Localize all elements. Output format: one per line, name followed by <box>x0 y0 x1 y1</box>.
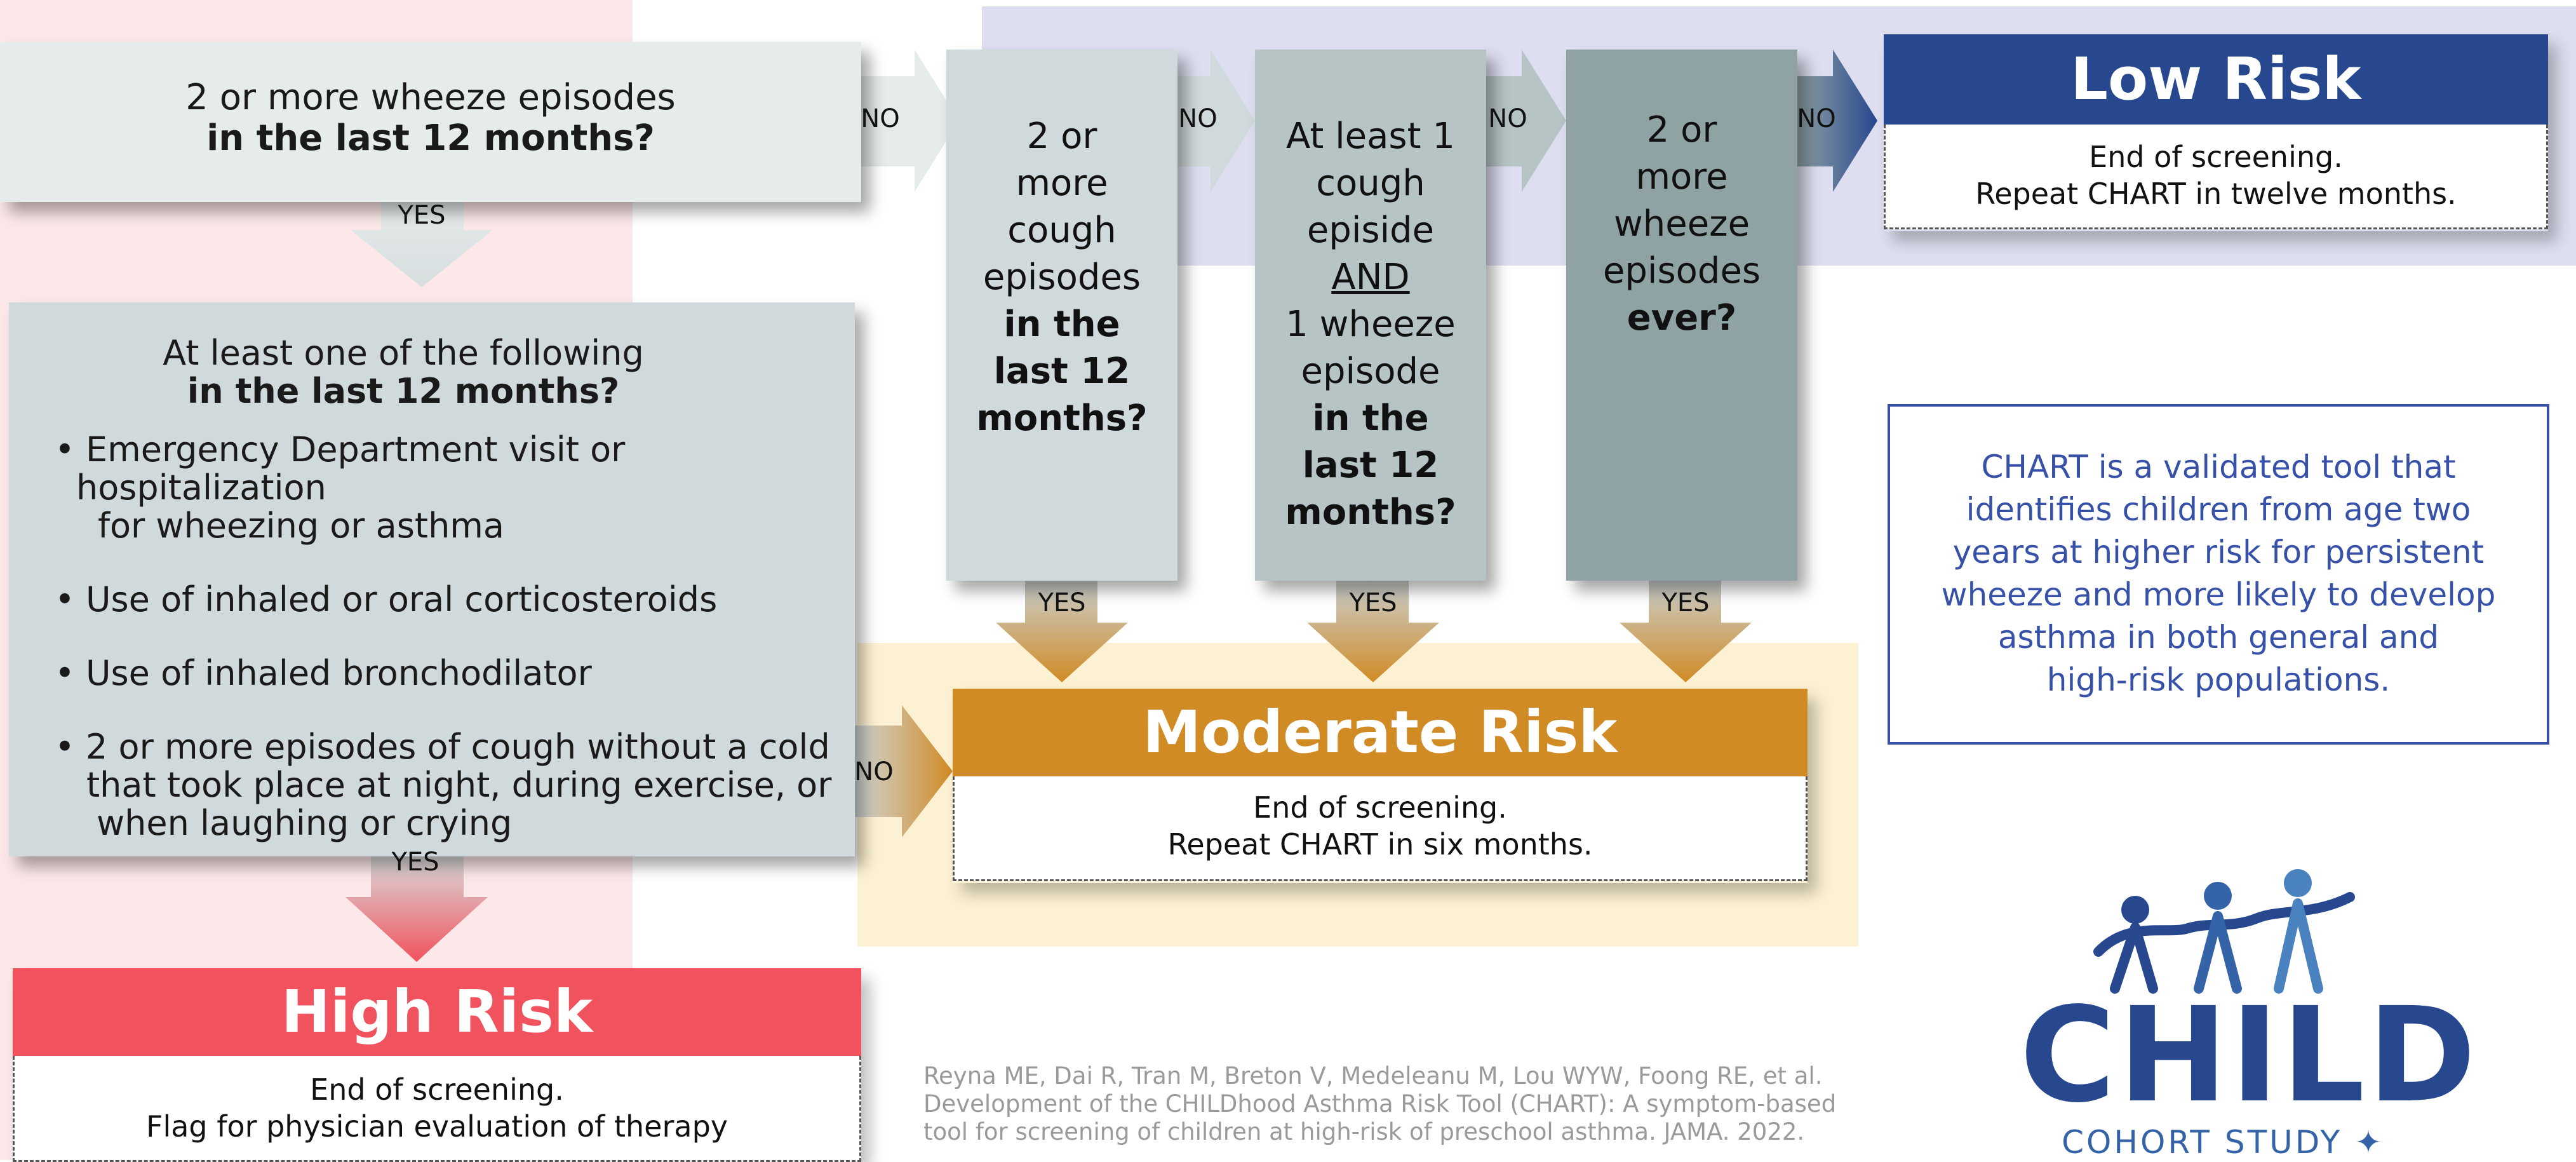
arrow-no-5 <box>855 705 953 837</box>
q4-line: 1 wheeze <box>1285 304 1456 345</box>
question-1-line1: 2 or more wheeze episodes <box>185 77 676 118</box>
moderate-risk-line1: End of screening. <box>1253 790 1507 825</box>
q4-line: last 12 <box>1302 445 1439 486</box>
no-label: NO <box>1178 104 1218 133</box>
q3-line: cough <box>1007 210 1117 251</box>
q4-line: AND <box>1331 257 1410 298</box>
q3-line: 2 or <box>1026 116 1097 157</box>
moderate-risk-line2: Repeat CHART in six months. <box>1167 827 1593 861</box>
question-2-line1: At least one of the following <box>163 333 644 373</box>
high-risk-line1: End of screening. <box>310 1072 564 1107</box>
logo-name: CHILD <box>2020 979 2479 1132</box>
q4-line: cough <box>1316 163 1425 204</box>
q4-line: in the <box>1312 398 1429 439</box>
question-1-box: 2 or more wheeze episodes in the last 12… <box>0 42 861 202</box>
no-label: NO <box>1797 104 1836 133</box>
q5-line: 2 or <box>1646 109 1717 151</box>
low-risk-line2: Repeat CHART in twelve months. <box>1975 177 2457 211</box>
note-line: CHART is a validated tool that <box>1981 449 2456 485</box>
citation: Reyna ME, Dai R, Tran M, Breton V, Medel… <box>923 1062 1876 1146</box>
question-1-line2: in the last 12 months? <box>206 118 655 159</box>
logo-subtitle-text: COHORT STUDY <box>2062 1124 2343 1161</box>
yes-label: YES <box>1661 588 1710 618</box>
q4-line: At least 1 <box>1286 116 1455 157</box>
moderate-risk-card: Moderate Risk End of screening. Repeat C… <box>953 689 1808 883</box>
arrow-yes-2 <box>345 855 488 962</box>
question-3-box: 2 or more cough episodes in the last 12 … <box>946 50 1177 581</box>
arrow-no-3 <box>1486 50 1566 192</box>
high-risk-line2: Flag for physician evaluation of therapy <box>145 1109 728 1144</box>
arrow-yes-5 <box>1620 581 1752 682</box>
criteria-item: • Use of inhaled bronchodilator <box>55 653 592 693</box>
no-label: NO <box>1488 104 1527 133</box>
low-risk-card: Low Risk End of screening. Repeat CHART … <box>1884 34 2548 231</box>
citation-line: tool for screening of children at high-r… <box>923 1118 1805 1145</box>
arrow-no-1 <box>861 50 959 192</box>
yes-label: YES <box>1349 588 1397 618</box>
child-cohort-logo: CHILD COHORT STUDY ✦ <box>2020 858 2479 1160</box>
low-risk-title: Low Risk <box>1884 34 2548 125</box>
q3-line: in the <box>1003 304 1120 345</box>
q3-line: more <box>1016 163 1108 204</box>
q3-line: months? <box>976 398 1148 439</box>
q5-line: episodes <box>1602 250 1761 292</box>
note-line: wheeze and more likely to develop <box>1941 576 2496 613</box>
note-line: identifies children from age two <box>1966 491 2471 528</box>
no-label: NO <box>854 757 894 787</box>
logo-figures-icon <box>2093 869 2355 994</box>
q5-line: more <box>1635 156 1728 198</box>
high-risk-card: High Risk End of screening. Flag for phy… <box>13 968 861 1162</box>
q5-line: wheeze <box>1613 203 1750 245</box>
yes-label: YES <box>398 201 446 230</box>
q4-line: episode <box>1301 351 1440 392</box>
note-line: years at higher risk for persistent <box>1952 534 2485 571</box>
note-line: asthma in both general and <box>1997 619 2439 656</box>
high-risk-title: High Risk <box>13 968 861 1056</box>
no-label: NO <box>861 104 900 133</box>
question-2-box: At least one of the following in the las… <box>9 302 855 856</box>
q3-line: episodes <box>983 257 1141 298</box>
q4-line: episide <box>1306 210 1435 251</box>
arrow-no-4 <box>1797 50 1877 192</box>
question-2-line2: in the last 12 months? <box>187 371 620 411</box>
arrow-no-2 <box>1175 50 1255 192</box>
criteria-item: • Use of inhaled or oral corticosteroids <box>55 579 718 619</box>
arrow-yes-1 <box>351 201 493 287</box>
q4-line: months? <box>1285 492 1456 533</box>
yes-label: YES <box>391 848 439 877</box>
arrow-yes-4 <box>1307 581 1439 682</box>
yes-label: YES <box>1038 588 1086 618</box>
info-note: CHART is a validated tool that identifie… <box>1888 404 2549 745</box>
q3-line: last 12 <box>993 351 1130 392</box>
criteria-item: • 2 or more episodes of cough without a … <box>55 727 832 843</box>
arrow-yes-3 <box>996 581 1128 682</box>
maple-leaf-icon: ✦ <box>2354 1124 2384 1161</box>
moderate-risk-title: Moderate Risk <box>953 689 1808 776</box>
q5-line: ever? <box>1627 297 1737 339</box>
question-4-box: At least 1 cough episide AND 1 wheeze ep… <box>1255 50 1486 581</box>
citation-line: Reyna ME, Dai R, Tran M, Breton V, Medel… <box>923 1062 1823 1090</box>
note-line: high-risk populations. <box>2046 661 2391 698</box>
question-5-box: 2 or more wheeze episodes ever? <box>1566 50 1797 581</box>
citation-line: Development of the CHILDhood Asthma Risk… <box>923 1090 1837 1118</box>
criteria-item: • Emergency Department visit or hospital… <box>55 429 626 546</box>
low-risk-line1: End of screening. <box>2089 140 2343 174</box>
logo-subtitle: COHORT STUDY ✦ <box>2020 1125 2426 1160</box>
